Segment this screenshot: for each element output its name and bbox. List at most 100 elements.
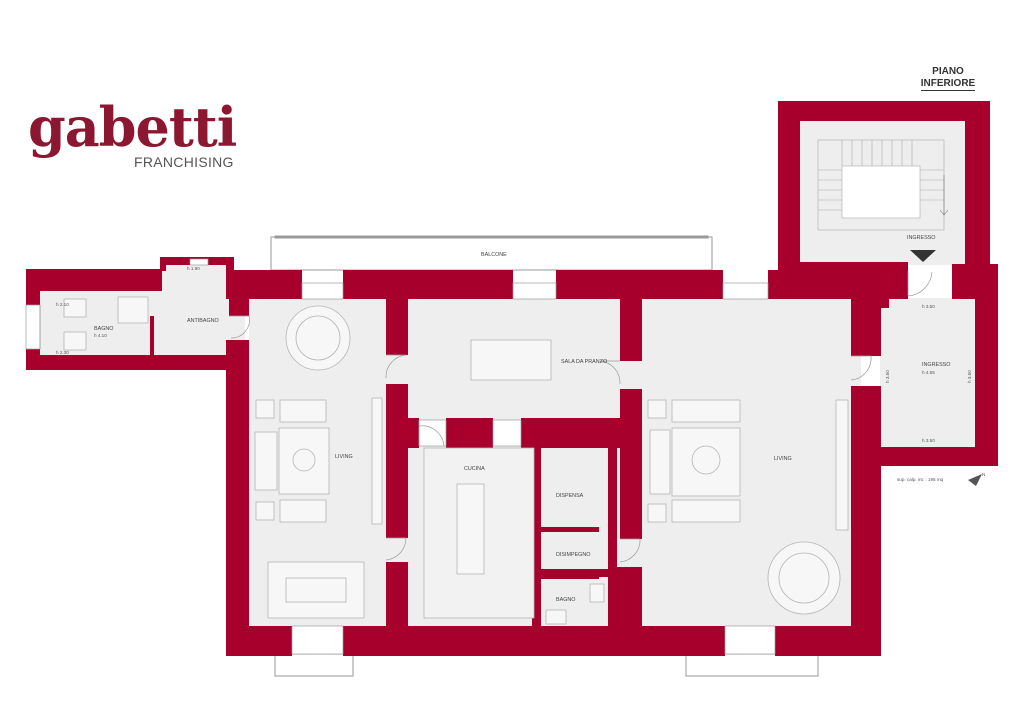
wall: [541, 569, 608, 577]
north-arrow-icon: [968, 474, 982, 486]
wall: [879, 447, 998, 466]
sink: [545, 609, 567, 625]
wall: [532, 446, 541, 626]
label-h-350-bottom: h 3.50: [922, 438, 935, 443]
sofa: [671, 499, 741, 523]
window: [301, 282, 344, 300]
wall: [541, 527, 599, 532]
sofa: [649, 429, 671, 495]
wall: [228, 270, 302, 299]
label-h-350-left: h 3.50: [885, 370, 890, 383]
door-swing: [385, 537, 407, 561]
door-swing: [907, 271, 933, 297]
logo-wordmark: gabetti: [28, 95, 237, 159]
wall: [226, 626, 292, 656]
wall: [160, 257, 166, 271]
balcone-rail: [274, 235, 709, 239]
wall: [975, 264, 998, 466]
label-h-230: h 2.30: [56, 350, 69, 355]
dining-table: [285, 577, 347, 603]
wall: [446, 418, 493, 448]
wall: [898, 264, 908, 299]
label-h-350-top: h 3.50: [922, 304, 935, 309]
wall: [620, 389, 642, 539]
wall: [405, 418, 419, 448]
doors: [229, 271, 933, 563]
wall: [879, 298, 889, 308]
wall: [405, 284, 435, 298]
side-table: [255, 501, 275, 521]
door-swing: [418, 425, 445, 447]
wall: [851, 298, 881, 356]
toilet: [63, 331, 87, 351]
wall: [778, 101, 990, 121]
wall: [386, 562, 408, 626]
label-sala-da-pranzo: SALA DA PRANZO: [561, 359, 607, 365]
label-cucina: CUCINA: [464, 466, 485, 472]
wall: [226, 257, 234, 299]
wall: [229, 298, 249, 316]
window: [512, 282, 557, 300]
wall: [541, 574, 599, 579]
round-table-top: [295, 315, 341, 361]
wall: [521, 418, 621, 448]
label-h-210: h 2.10: [56, 302, 69, 307]
wall: [26, 355, 248, 370]
wall: [226, 340, 249, 656]
label-living-right: LIVING: [774, 456, 792, 462]
balcony-bottom-left: [274, 653, 354, 677]
window: [418, 419, 447, 447]
wall: [386, 298, 408, 355]
round-table-top: [778, 552, 830, 604]
wall: [614, 567, 642, 626]
wall: [768, 270, 908, 299]
tv-cabinet: [371, 397, 383, 525]
window: [189, 258, 209, 266]
label-bagno-small: BAGNO: [556, 597, 575, 603]
wall: [556, 270, 723, 299]
dining-table: [470, 339, 552, 381]
lamp: [292, 448, 316, 472]
lamp: [691, 445, 721, 475]
bidet: [63, 298, 87, 318]
level-line-1: PIANO: [932, 66, 964, 77]
surface-note: sup. calp. int. : 195 mq: [897, 477, 944, 482]
wall: [965, 101, 990, 271]
label-bagno-left-h: h 4.10: [94, 333, 107, 338]
labels: BALCONE h 1.90 ANTIBAGNO BAGNO h 4.10 h …: [56, 235, 985, 603]
floor-level-label: PIANO INFERIORE: [910, 66, 986, 91]
coffee-table: [671, 427, 741, 497]
stair-well: [841, 165, 921, 219]
furniture: [39, 296, 849, 625]
north-label: N: [982, 472, 985, 477]
gabetti-logo: gabetti FRANCHISING: [28, 96, 238, 186]
wall: [778, 101, 800, 271]
wall: [386, 384, 408, 538]
wall: [150, 316, 154, 356]
door-swing: [385, 354, 407, 379]
label-ingresso-h: h 4.55: [922, 370, 935, 375]
wall: [26, 269, 162, 291]
label-antibagno: ANTIBAGNO: [187, 318, 219, 324]
window: [492, 419, 522, 447]
label-h-190: h 1.90: [187, 266, 200, 271]
level-line-2: INFERIORE: [920, 78, 976, 91]
label-ingresso: INGRESSO: [922, 362, 950, 368]
shower: [117, 296, 149, 324]
sofa: [671, 399, 741, 423]
wall: [343, 626, 725, 656]
window: [25, 304, 41, 350]
label-disimpegno: DISIMPEGNO: [556, 552, 590, 558]
balcony-bottom-right: [685, 653, 819, 677]
sofa: [254, 431, 278, 491]
antibagno-floor: [162, 264, 230, 294]
window: [722, 282, 769, 300]
staircase: [817, 139, 949, 231]
label-dispensa: DISPENSA: [556, 493, 584, 499]
label-balcone: BALCONE: [481, 252, 507, 258]
kitchen-island: [456, 483, 485, 575]
wall: [851, 386, 881, 656]
door-swing: [599, 360, 621, 385]
window: [724, 625, 776, 655]
